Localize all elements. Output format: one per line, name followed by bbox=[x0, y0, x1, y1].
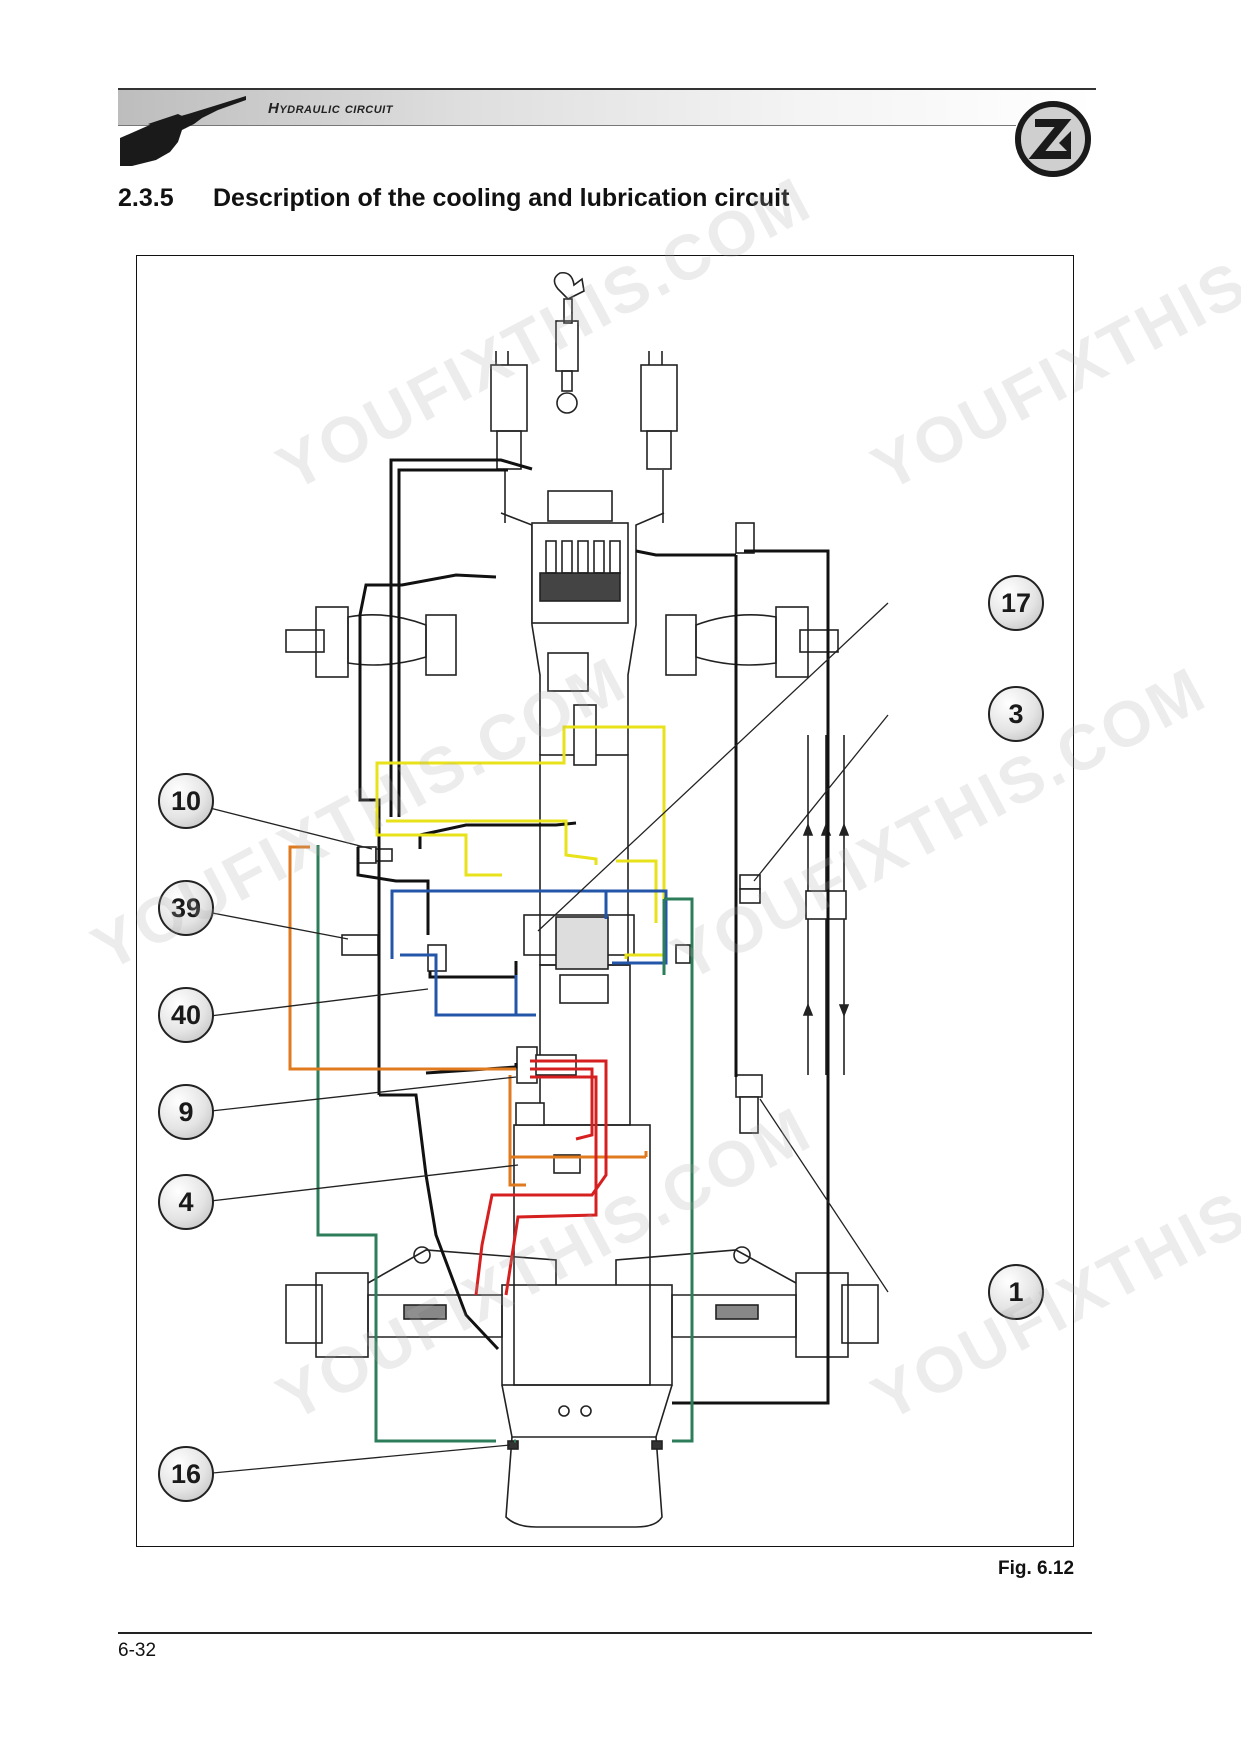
header-section-label: Hydraulic circuit bbox=[268, 100, 393, 117]
suction-lines bbox=[316, 845, 694, 1443]
callout-17: 17 bbox=[988, 575, 1044, 631]
callout-16: 16 bbox=[158, 1446, 214, 1502]
return-red-lines bbox=[474, 1059, 608, 1296]
footer-rule bbox=[118, 1632, 1092, 1634]
section-number: 2.3.5 bbox=[118, 184, 174, 212]
hydraulic-circuit-diagram bbox=[201, 271, 889, 1528]
callout-1: 1 bbox=[988, 1264, 1044, 1320]
page-number: 6-32 bbox=[118, 1640, 157, 1661]
brand-logo-icon bbox=[1015, 101, 1091, 177]
lubrication-lines bbox=[390, 889, 668, 1017]
section-title: Description of the cooling and lubricati… bbox=[213, 184, 790, 212]
callout-39: 39 bbox=[158, 880, 214, 936]
section-heading: 2.3.5 Description of the cooling and lubr… bbox=[118, 184, 789, 213]
header-top-rule bbox=[118, 88, 1096, 90]
header-bottom-rule bbox=[118, 125, 1016, 126]
callout-9: 9 bbox=[158, 1084, 214, 1140]
callout-10: 10 bbox=[158, 773, 214, 829]
figure-frame bbox=[136, 255, 1074, 1547]
callout-leader-lines bbox=[201, 602, 889, 1475]
callout-3: 3 bbox=[988, 686, 1044, 742]
header-band bbox=[118, 88, 1096, 126]
callout-40: 40 bbox=[158, 987, 214, 1043]
pointing-hand-icon bbox=[120, 96, 246, 166]
callout-4: 4 bbox=[158, 1174, 214, 1230]
figure-caption: Fig. 6.12 bbox=[998, 1558, 1075, 1579]
